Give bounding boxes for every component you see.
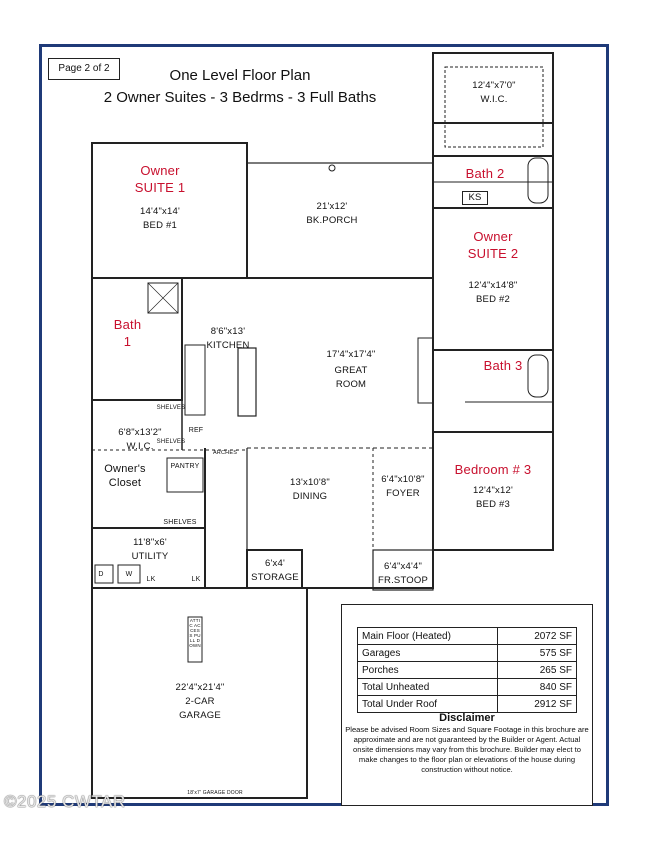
- table-row: Main Floor (Heated) 2072 SF: [357, 627, 577, 645]
- wic-shelves: [444, 66, 544, 148]
- stoop-name: FR.STOOP: [378, 575, 428, 586]
- area-value: 2912 SF: [497, 695, 577, 713]
- table-row: Garages 575 SF: [357, 644, 577, 662]
- owner-suite2-title-line1: Owner: [473, 229, 513, 244]
- table-row: Total Unheated 840 SF: [357, 678, 577, 696]
- bath1-shower: [147, 282, 179, 314]
- great-room-dims: 17'4"x17'4": [326, 349, 376, 360]
- pantry-label: PANTRY: [170, 463, 200, 470]
- area-value: 575 SF: [497, 644, 577, 662]
- area-label: Main Floor (Heated): [357, 627, 498, 645]
- washer-label: W: [125, 571, 133, 578]
- ref-label: REF: [188, 427, 204, 434]
- plan-subtitle: 2 Owner Suites - 3 Bedrms - 3 Full Baths: [103, 89, 377, 106]
- shelves-label-1: SHELVES: [156, 405, 186, 411]
- utility-name: UTILITY: [131, 551, 169, 562]
- dining-dims: 13'x10'8": [290, 477, 330, 488]
- owner-suite2-title: Owner SUITE 2: [443, 228, 543, 262]
- laundry-sink-label-2: LK: [191, 576, 201, 583]
- owners-closet-line2: Closet: [108, 477, 142, 489]
- owners-closet-label: Owner's Closet: [96, 462, 154, 490]
- owner-suite1-name: BED #1: [143, 220, 177, 231]
- attic-access: [187, 616, 203, 663]
- owner-suite1-title-line1: Owner: [140, 163, 180, 178]
- back-porch-dims: 21'x12': [316, 201, 348, 212]
- foyer-name: FOYER: [386, 488, 420, 499]
- stoop-dims: 6'4"x4'4": [383, 561, 423, 572]
- wic-left-name: W.I.C.: [126, 441, 154, 452]
- bath2-tub: [527, 157, 549, 204]
- area-label: Porches: [357, 661, 498, 679]
- great-room-name-line1: GREAT: [334, 365, 368, 376]
- owner-suite2-name: BED #2: [476, 294, 510, 305]
- arches-label: ARCHES: [212, 450, 238, 456]
- bath2-title: Bath 2: [465, 166, 505, 181]
- owners-closet-line1: Owner's: [104, 463, 146, 475]
- kitchen-island: [237, 347, 257, 417]
- storage-dims: 6'x4': [265, 558, 285, 569]
- shelves-label-3: SHELVES: [163, 519, 197, 526]
- utility-dims: 11'8"x6': [133, 537, 167, 548]
- area-value: 2072 SF: [497, 627, 577, 645]
- bedroom3-name: BED #3: [476, 499, 510, 510]
- garage-dims: 22'4"x21'4": [175, 682, 225, 693]
- table-row: Total Under Roof 2912 SF: [357, 695, 577, 713]
- page-label: Page 2 of 2: [48, 58, 120, 80]
- bath1-title: Bath 1: [100, 316, 155, 350]
- dining-name: DINING: [292, 491, 328, 502]
- wic-left-dims: 6'8"x13'2": [118, 427, 162, 438]
- area-table: Main Floor (Heated) 2072 SF Garages 575 …: [357, 627, 577, 713]
- area-label: Total Unheated: [357, 678, 498, 696]
- attic-access-label: ATTIC ACCESS PULL DOWN: [189, 618, 201, 648]
- stoop-walls: [372, 549, 434, 591]
- shelves-label-2: SHELVES: [156, 439, 186, 445]
- great-room-name-line2: ROOM: [335, 379, 367, 390]
- wic-top-name: W.I.C.: [480, 94, 508, 105]
- bath1-title-line2: 1: [123, 334, 132, 349]
- bath1-title-line1: Bath: [113, 317, 142, 332]
- ks-label: KS: [462, 191, 488, 205]
- pantry-walls: [166, 457, 204, 493]
- bath3-tub: [527, 354, 549, 398]
- kitchen-dims: 8'6"x13': [210, 326, 246, 337]
- area-value: 840 SF: [497, 678, 577, 696]
- dryer-label: D: [98, 571, 104, 578]
- owner-suite2-title-line2: SUITE 2: [467, 246, 519, 261]
- owner-suite1-dims: 14'4"x14': [140, 206, 180, 217]
- bedroom3-title: Bedroom # 3: [454, 462, 532, 477]
- owner-suite1-title: Owner SUITE 1: [110, 162, 210, 196]
- foyer-dims: 6'4"x10'8": [381, 474, 425, 485]
- wic-top-walls: [432, 52, 554, 157]
- area-value: 265 SF: [497, 661, 577, 679]
- bedroom3-dims: 12'4"x12': [473, 485, 513, 496]
- wic-top-dims: 12'4"x7'0": [472, 80, 516, 91]
- bath3-title: Bath 3: [483, 358, 523, 373]
- garage-door-label: 18'x7' GARAGE DOOR: [187, 790, 243, 796]
- garage-name-line1: 2-CAR: [185, 696, 215, 707]
- plan-title: One Level Floor Plan: [169, 67, 311, 84]
- table-row: Porches 265 SF: [357, 661, 577, 679]
- back-porch-name: BK.PORCH: [306, 215, 358, 226]
- owner-suite1-title-line2: SUITE 1: [134, 180, 186, 195]
- area-label: Garages: [357, 644, 498, 662]
- owner-suite2-dims: 12'4"x14'8": [468, 280, 518, 291]
- garage-name-line2: GARAGE: [179, 710, 221, 721]
- area-label: Total Under Roof: [357, 695, 498, 713]
- watermark: ©2025 CWTAR: [4, 792, 126, 811]
- disclaimer-text: Please be advised Room Sizes and Square …: [345, 725, 589, 774]
- disclaimer-title: Disclaimer: [439, 712, 495, 724]
- storage-name: STORAGE: [251, 572, 299, 583]
- laundry-sink-label-1: LK: [146, 576, 156, 583]
- kitchen-name: KITCHEN: [206, 340, 250, 351]
